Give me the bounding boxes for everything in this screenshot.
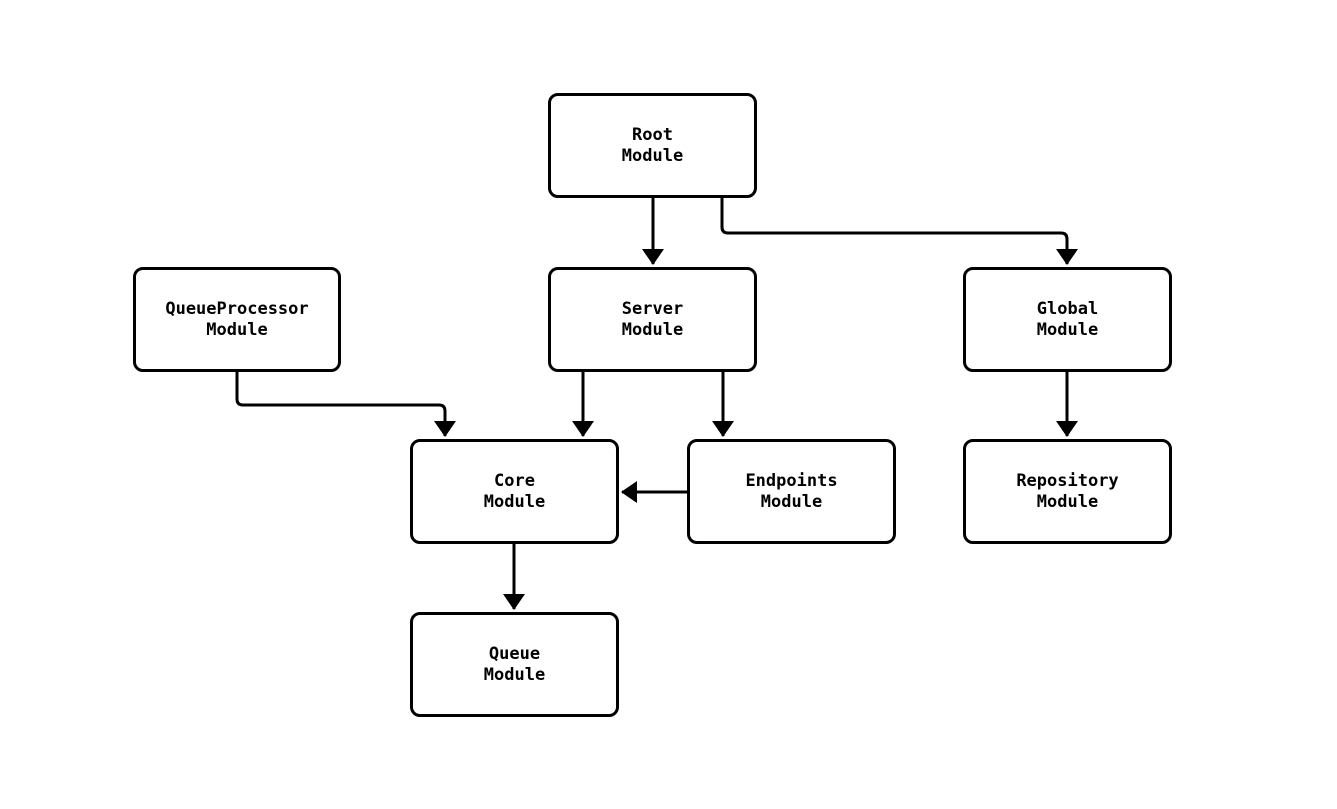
node-label-line: Module	[1036, 319, 1099, 340]
node-label-line: Module	[760, 491, 823, 512]
node-label-line: Module	[1036, 491, 1099, 512]
node-server-module: Server Module	[548, 267, 757, 372]
node-label-line: Root	[632, 124, 673, 145]
node-label-line: Module	[621, 319, 684, 340]
node-root-module: Root Module	[548, 93, 757, 198]
node-label-line: Global	[1036, 298, 1099, 319]
node-label-line: QueueProcessor	[165, 298, 309, 319]
node-label-line: Repository	[1016, 470, 1119, 491]
node-core-module: Core Module	[410, 439, 619, 544]
node-queueprocessor-module: QueueProcessor Module	[133, 267, 341, 372]
node-label-line: Module	[483, 664, 546, 685]
edge-root-to-global	[720, 198, 1078, 265]
node-endpoints-module: Endpoints Module	[687, 439, 896, 544]
edge-queueprocessor-to-core	[235, 372, 456, 437]
node-label-line: Endpoints	[745, 470, 838, 491]
node-label-line: Core	[494, 470, 535, 491]
node-global-module: Global Module	[963, 267, 1172, 372]
node-repository-module: Repository Module	[963, 439, 1172, 544]
node-label-line: Server	[621, 298, 684, 319]
node-label-line: Module	[621, 145, 684, 166]
node-label-line: Module	[206, 319, 268, 340]
node-label-line: Module	[483, 491, 546, 512]
node-label-line: Queue	[488, 643, 541, 664]
node-queue-module: Queue Module	[410, 612, 619, 717]
